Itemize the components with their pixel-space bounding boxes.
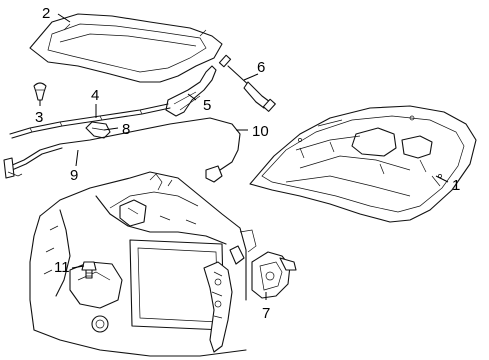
leader-lines: [39, 13, 449, 300]
engine-compartment-structure: [29, 171, 257, 357]
callout-2: 2: [42, 5, 50, 22]
callout-10: 10: [252, 123, 269, 140]
hood-insulator-pad: [29, 13, 223, 83]
callout-7: 7: [262, 305, 270, 322]
callout-11: 11: [54, 259, 70, 276]
clip-part: [33, 82, 47, 101]
callout-3: 3: [35, 109, 43, 126]
hood-latch-assembly: [203, 261, 233, 353]
callout-5: 5: [203, 97, 211, 114]
hood-panel: [249, 105, 477, 223]
hood-hinge-bracket: [165, 65, 217, 117]
callout-6: 6: [257, 59, 265, 76]
hood-seal-and-cable: [3, 103, 241, 183]
hood-support-strut: [218, 54, 276, 112]
callout-8: 8: [122, 121, 130, 138]
hood-latch: [251, 251, 297, 299]
callout-4: 4: [91, 87, 99, 104]
callout-9: 9: [70, 167, 78, 184]
callout-1: 1: [452, 177, 460, 194]
bolt-part: [81, 261, 97, 279]
